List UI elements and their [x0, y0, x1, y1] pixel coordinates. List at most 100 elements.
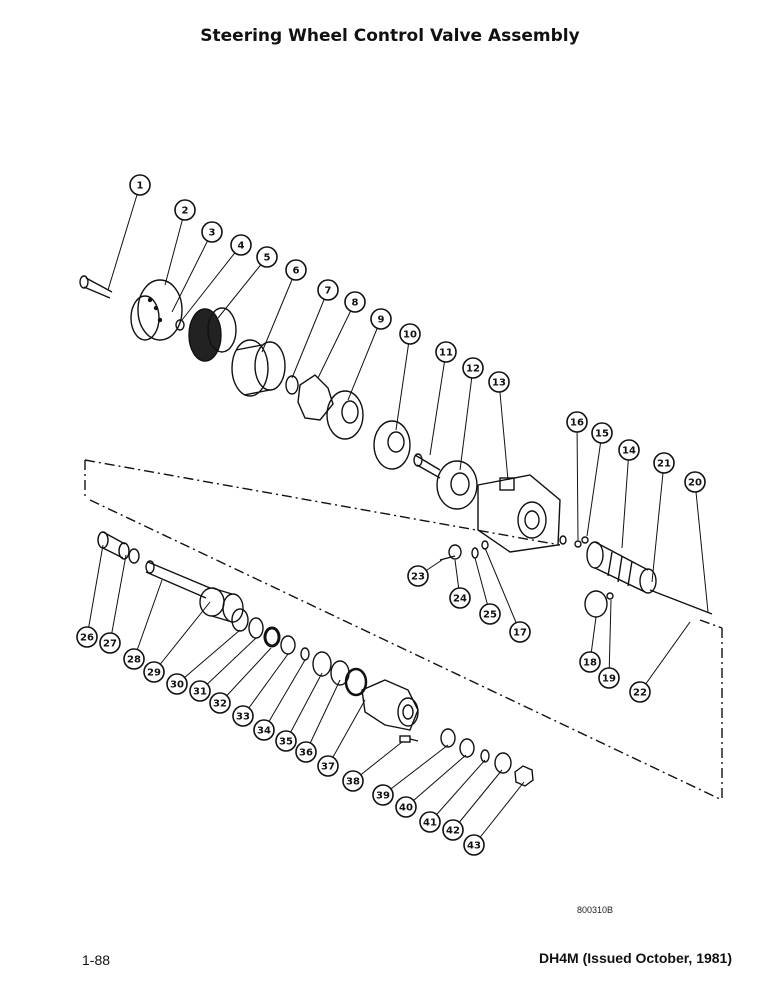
document-id: DH4M (Issued October, 1981): [539, 950, 732, 966]
leader-line-16: [576, 421, 579, 541]
callout-number: 41: [423, 818, 437, 829]
leader-line-17: [484, 547, 521, 633]
callout-37: 37: [317, 755, 339, 777]
callout-bubble: [99, 632, 121, 654]
part-bolt: [79, 275, 113, 299]
callout-bubble: [618, 439, 640, 461]
leader-line-27: [109, 554, 127, 644]
part-ball: [574, 540, 582, 548]
callout-bubble: [123, 648, 145, 670]
callout-number: 8: [352, 298, 359, 309]
callout-bubble: [174, 199, 196, 221]
part-seal: [263, 626, 281, 648]
page-number: 1-88: [82, 952, 111, 968]
callout-14: 14: [618, 439, 640, 461]
callout-bubble: [201, 221, 223, 243]
callout-number: 40: [399, 803, 413, 814]
part-rod: [649, 589, 713, 615]
callout-number: 39: [376, 791, 390, 802]
part-nut: [514, 765, 534, 787]
callout-17: 17: [509, 621, 531, 643]
callout-number: 34: [257, 726, 271, 737]
callout-bubble: [684, 471, 706, 493]
callout-bubble: [488, 371, 510, 393]
callout-bubble: [166, 673, 188, 695]
leader-line-1: [107, 184, 141, 291]
part-gerotor-ring: [188, 307, 237, 362]
part-spool: [586, 541, 657, 594]
part-stator: [373, 420, 411, 470]
callout-40: 40: [395, 796, 417, 818]
callout-bubble: [598, 667, 620, 689]
callout-bubble: [509, 621, 531, 643]
callout-number: 18: [583, 658, 597, 669]
callout-2: 2: [174, 199, 196, 221]
callout-bubble: [395, 796, 417, 818]
callout-22: 22: [629, 681, 651, 703]
leader-line-30: [176, 629, 241, 685]
part-o-ring: [559, 535, 567, 545]
callout-number: 9: [378, 315, 385, 326]
callout-9: 9: [370, 308, 392, 330]
callout-number: 29: [147, 668, 161, 679]
part-input-shaft: [145, 560, 211, 599]
callout-number: 17: [513, 628, 527, 639]
callout-bubble: [295, 741, 317, 763]
callout-number: 32: [213, 699, 227, 710]
callout-bubble: [442, 819, 464, 841]
part-sleeve: [97, 531, 130, 560]
callout-number: 3: [209, 228, 216, 239]
leader-line-6: [261, 269, 297, 353]
callout-31: 31: [189, 680, 211, 702]
callout-27: 27: [99, 632, 121, 654]
leader-line-43: [473, 781, 525, 846]
callout-35: 35: [275, 730, 297, 752]
callout-7: 7: [317, 279, 339, 301]
part-retainer: [285, 375, 299, 395]
callout-number: 30: [170, 680, 184, 691]
leader-line-12: [459, 367, 474, 471]
callout-number: 14: [622, 446, 636, 457]
part-drive-shaft: [413, 453, 441, 479]
callout-number: 26: [80, 633, 94, 644]
callout-number: 4: [238, 241, 245, 252]
callout-number: 11: [439, 348, 453, 359]
callout-bubble: [317, 755, 339, 777]
callout-18: 18: [579, 651, 601, 673]
callout-number: 21: [657, 459, 671, 470]
callout-bubble: [566, 411, 588, 433]
callout-41: 41: [419, 811, 441, 833]
callout-bubble: [591, 422, 613, 444]
callout-bubble: [629, 681, 651, 703]
part-plate: [436, 460, 478, 510]
callout-20: 20: [684, 471, 706, 493]
leader-line-42: [452, 769, 503, 831]
part-ball: [581, 536, 589, 544]
parts-drawing: [79, 275, 723, 801]
part-end-cap: [130, 279, 183, 341]
callout-labels: 1234567891011121314151617181920212223242…: [76, 174, 706, 856]
leader-line-9: [347, 318, 382, 401]
part-seal: [231, 608, 249, 632]
callout-12: 12: [462, 357, 484, 379]
callout-number: 38: [346, 777, 360, 788]
leader-line-29: [153, 601, 211, 673]
callout-number: 16: [570, 418, 584, 429]
leader-line-11: [429, 351, 447, 456]
callout-number: 20: [688, 478, 702, 489]
callout-bubble: [143, 661, 165, 683]
callout-bubble: [209, 692, 231, 714]
callout-number: 23: [411, 572, 425, 583]
callout-number: 35: [279, 737, 293, 748]
callout-33: 33: [232, 705, 254, 727]
leader-line-33: [242, 653, 289, 717]
callout-24: 24: [449, 587, 471, 609]
callout-39: 39: [372, 784, 394, 806]
leader-line-15: [586, 432, 603, 537]
callout-number: 12: [466, 364, 480, 375]
callout-10: 10: [399, 323, 421, 345]
leader-lines: [86, 184, 709, 846]
leader-line-39: [382, 744, 449, 796]
leader-line-2: [164, 209, 186, 286]
callout-bubble: [189, 680, 211, 702]
